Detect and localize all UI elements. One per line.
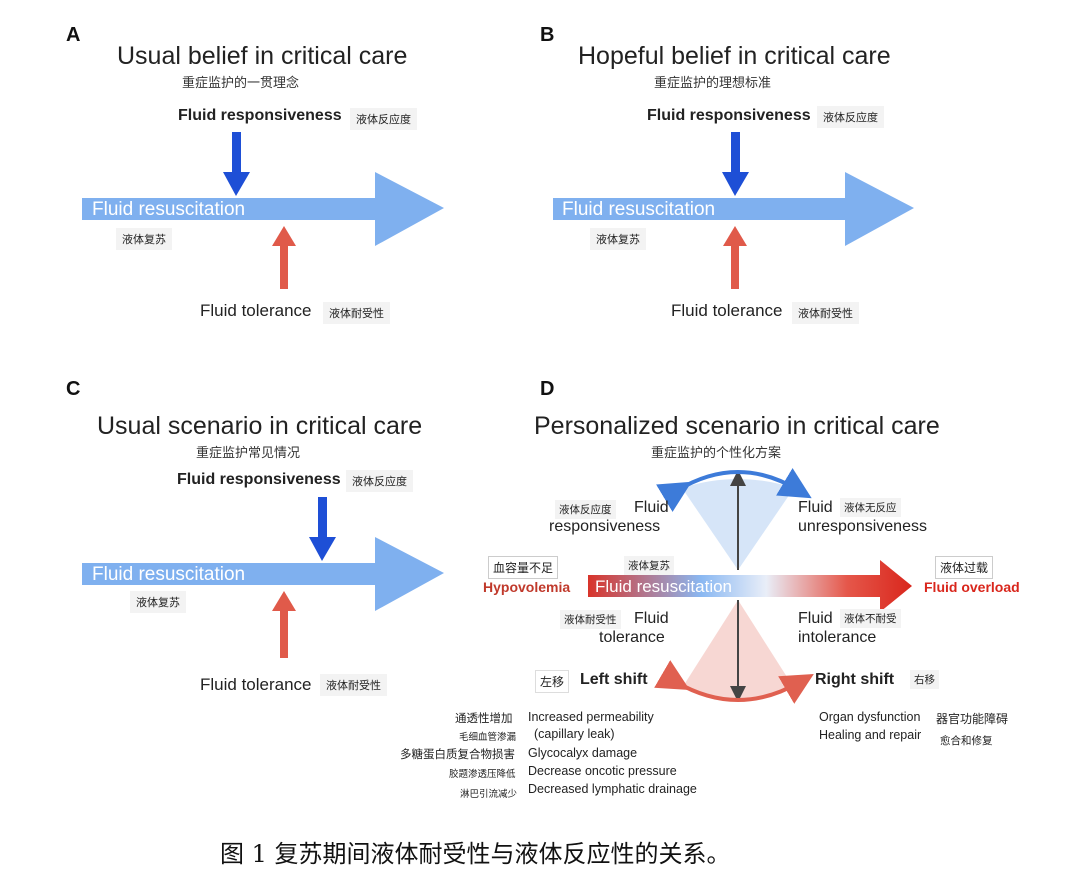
panel-d-overload-label: Fluid overload [924, 579, 1020, 595]
panel-d-resp-line1: Fluid [634, 499, 669, 516]
left-item-en: Decreased lymphatic drainage [528, 782, 697, 796]
responsiveness-arrow-head [722, 172, 749, 196]
panel-a-letter: A [66, 24, 81, 46]
panel-c-tolerance-cn: 液体耐受性 [320, 674, 387, 696]
panel-c-responsiveness-label: Fluid responsiveness [177, 471, 341, 488]
tolerance-arrow-shaft [280, 610, 288, 658]
fluid-resuscitation-arrow [553, 172, 914, 246]
panel-c-graphics [82, 497, 444, 658]
panel-b-resuscitation-label: Fluid resuscitation [562, 199, 716, 220]
panel-d-letter: D [540, 378, 555, 400]
panel-b-subtitle: 重症监护的理想标准 [654, 76, 772, 91]
right-item-en: Healing and repair [819, 728, 922, 742]
tolerance-arrow-head [272, 591, 296, 611]
panel-d-resus-label: Fluid resuscitation [595, 577, 733, 596]
panel-d-left-cn: 左移 [535, 670, 570, 693]
panel-d-intol-cn: 液体不耐受 [840, 609, 901, 628]
panel-d-resp-cn: 液体反应度 [555, 500, 616, 519]
right-item-cn: 愈合和修复 [936, 731, 997, 750]
panel-a-tolerance-cn: 液体耐受性 [323, 302, 390, 324]
panel-c-tolerance-label: Fluid tolerance [200, 675, 312, 694]
panel-d-resus-cn: 液体复苏 [624, 556, 674, 575]
responsiveness-curve [656, 468, 812, 512]
panel-b-tolerance-cn: 液体耐受性 [792, 302, 859, 324]
left-item-cn: 淋巴引流减少 [456, 784, 522, 802]
panel-a-tolerance-label: Fluid tolerance [200, 301, 312, 320]
fluid-resuscitation-arrow [82, 172, 444, 246]
panel-d-hypo-label: Hypovolemia [483, 579, 571, 595]
panel-d-subtitle: 重症监护的个性化方案 [651, 446, 782, 461]
panel-c-subtitle: 重症监护常见情况 [196, 446, 301, 461]
panel-d-tol-line1: Fluid [634, 610, 669, 627]
left-item-en: Increased permeability [528, 710, 654, 724]
panel-c-resuscitation-label: Fluid resuscitation [92, 564, 246, 585]
panel-c-title: Usual scenario in critical care [97, 412, 423, 440]
panel-c-responsiveness-cn: 液体反应度 [346, 470, 413, 492]
left-item-en: (capillary leak) [534, 727, 615, 741]
responsiveness-arrow-head [309, 537, 336, 561]
panel-d-tol-cn: 液体耐受性 [560, 610, 621, 629]
panel-b-letter: B [540, 24, 555, 46]
tolerance-arrow-shaft [280, 245, 288, 289]
tolerance-arrow-shaft [731, 245, 739, 289]
responsiveness-arrow-shaft [232, 132, 241, 174]
panel-d-unresp-line2: unresponsiveness [798, 518, 927, 535]
panel-c-resuscitation-cn: 液体复苏 [130, 591, 186, 613]
panel-a-subtitle: 重症监护的一贯理念 [182, 76, 300, 91]
panel-b-graphics [553, 132, 914, 289]
panel-a-title: Usual belief in critical care [117, 42, 408, 70]
tolerance-arrow-head [723, 226, 747, 246]
left-item-cn: 通透性增加 [451, 708, 517, 728]
panel-a-resuscitation-label: Fluid resuscitation [92, 199, 246, 220]
panel-d-overload-cn: 液体过载 [935, 556, 994, 579]
panel-a-resuscitation-cn: 液体复苏 [116, 228, 172, 250]
left-item-en: Decrease oncotic pressure [528, 764, 677, 778]
responsiveness-arrow-head [223, 172, 250, 196]
panel-a-responsiveness-cn: 液体反应度 [350, 108, 417, 130]
tolerance-curve [654, 660, 814, 704]
figure-caption: 图 1 复苏期间液体耐受性与液体反应性的关系。 [220, 840, 731, 868]
panel-d-intol-line1: Fluid [798, 610, 833, 627]
panel-d-right-label: Right shift [815, 671, 895, 688]
panel-a-graphics [82, 132, 444, 289]
panel-d-hypo-cn: 血容量不足 [488, 556, 559, 579]
left-item-cn: 多糖蛋白质复合物损害 [396, 744, 519, 764]
panel-d-unresp-line1: Fluid [798, 499, 833, 516]
panel-b-tolerance-label: Fluid tolerance [671, 301, 783, 320]
gradient-resuscitation-arrow [588, 560, 912, 612]
panel-d-unresp-cn: 液体无反应 [840, 498, 901, 517]
panel-d-intol-line2: intolerance [798, 629, 877, 646]
left-item-cn: 毛细血管渗漏 [455, 727, 521, 745]
panel-d-graphics [588, 468, 912, 704]
panel-c-letter: C [66, 378, 81, 400]
panel-b-title: Hopeful belief in critical care [578, 42, 891, 70]
panel-a-responsiveness-label: Fluid responsiveness [178, 107, 342, 124]
panel-b-responsiveness-cn: 液体反应度 [817, 106, 884, 128]
responsiveness-arrow-shaft [731, 132, 740, 174]
left-item-en: Glycocalyx damage [528, 746, 638, 760]
panel-b-resuscitation-cn: 液体复苏 [590, 228, 646, 250]
right-item-cn: 器官功能障碍 [932, 708, 1013, 729]
panel-d-resp-line2: responsiveness [549, 518, 661, 535]
panel-d-right-cn: 右移 [910, 670, 939, 689]
responsiveness-arrow-shaft [318, 497, 327, 539]
panel-d-tol-line2: tolerance [599, 629, 665, 646]
panel-d-title: Personalized scenario in critical care [534, 412, 940, 440]
tolerance-arrow-head [272, 226, 296, 246]
right-item-en: Organ dysfunction [819, 710, 921, 724]
panel-d-left-label: Left shift [580, 671, 648, 688]
left-item-cn: 胶题渗透压降低 [445, 764, 520, 782]
panel-b-responsiveness-label: Fluid responsiveness [647, 107, 811, 124]
fluid-resuscitation-arrow [82, 537, 444, 611]
